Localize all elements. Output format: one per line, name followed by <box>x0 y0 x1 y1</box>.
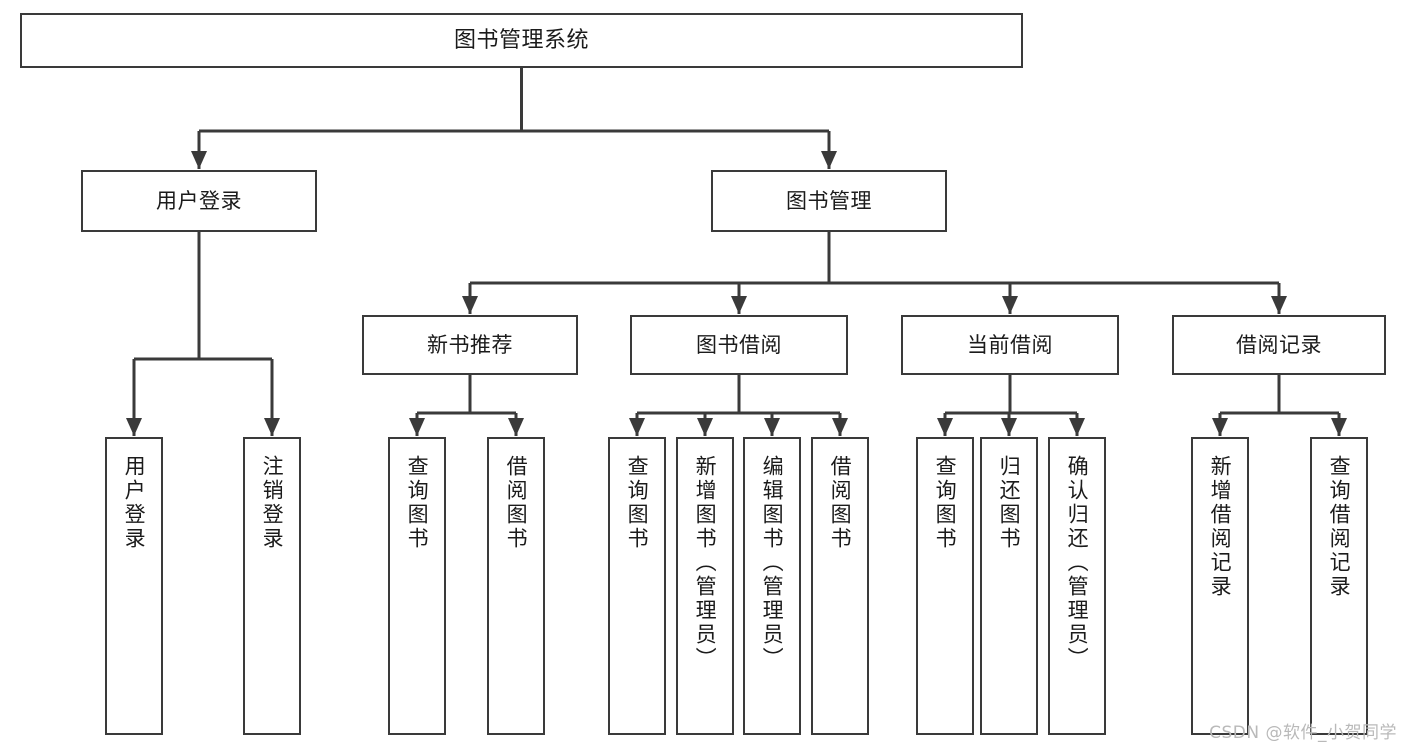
node-label: 归还图书 <box>997 455 1022 551</box>
node-bookmgmt[interactable]: 图书管理 <box>711 170 947 232</box>
node-leaf-newbook-2[interactable]: 借阅图书 <box>487 437 545 735</box>
node-leaf-newbook-1[interactable]: 查询图书 <box>388 437 446 735</box>
node-label: 当前借阅 <box>967 332 1053 357</box>
node-leaf-current-2[interactable]: 归还图书 <box>980 437 1038 735</box>
node-records[interactable]: 借阅记录 <box>1172 315 1386 375</box>
node-leaf-login-1[interactable]: 用户登录 <box>105 437 163 735</box>
node-borrow[interactable]: 图书借阅 <box>630 315 848 375</box>
node-label: 借阅图书 <box>828 455 853 551</box>
node-label: 确认归还（管理员） <box>1065 455 1090 671</box>
node-label: 用户登录 <box>156 188 242 213</box>
node-label: 编辑图书（管理员） <box>760 455 785 671</box>
node-label: 新增借阅记录 <box>1208 455 1233 599</box>
node-label: 查询图书 <box>625 455 650 551</box>
node-login[interactable]: 用户登录 <box>81 170 317 232</box>
node-newbook[interactable]: 新书推荐 <box>362 315 578 375</box>
node-leaf-login-2[interactable]: 注销登录 <box>243 437 301 735</box>
node-label: 图书管理 <box>786 188 872 213</box>
node-label: 新书推荐 <box>427 332 513 357</box>
node-leaf-current-3[interactable]: 确认归还（管理员） <box>1048 437 1106 735</box>
node-label: 用户登录 <box>122 455 147 551</box>
node-leaf-borrow-2[interactable]: 新增图书（管理员） <box>676 437 734 735</box>
node-leaf-current-1[interactable]: 查询图书 <box>916 437 974 735</box>
node-label: 查询图书 <box>405 455 430 551</box>
node-leaf-borrow-4[interactable]: 借阅图书 <box>811 437 869 735</box>
node-label: 图书借阅 <box>696 332 782 357</box>
node-current[interactable]: 当前借阅 <box>901 315 1119 375</box>
node-leaf-borrow-3[interactable]: 编辑图书（管理员） <box>743 437 801 735</box>
node-label: 新增图书（管理员） <box>693 455 718 671</box>
node-leaf-records-1[interactable]: 新增借阅记录 <box>1191 437 1249 735</box>
node-root[interactable]: 图书管理系统 <box>20 13 1023 68</box>
node-leaf-records-2[interactable]: 查询借阅记录 <box>1310 437 1368 735</box>
node-label: 查询图书 <box>933 455 958 551</box>
node-label: 查询借阅记录 <box>1327 455 1352 599</box>
node-leaf-borrow-1[interactable]: 查询图书 <box>608 437 666 735</box>
node-label: 借阅记录 <box>1236 332 1322 357</box>
node-label: 借阅图书 <box>504 455 529 551</box>
node-label: 注销登录 <box>260 455 285 551</box>
node-label: 图书管理系统 <box>453 27 589 53</box>
csdn-watermark: CSDN @软件_小贺同学 <box>1209 723 1397 743</box>
